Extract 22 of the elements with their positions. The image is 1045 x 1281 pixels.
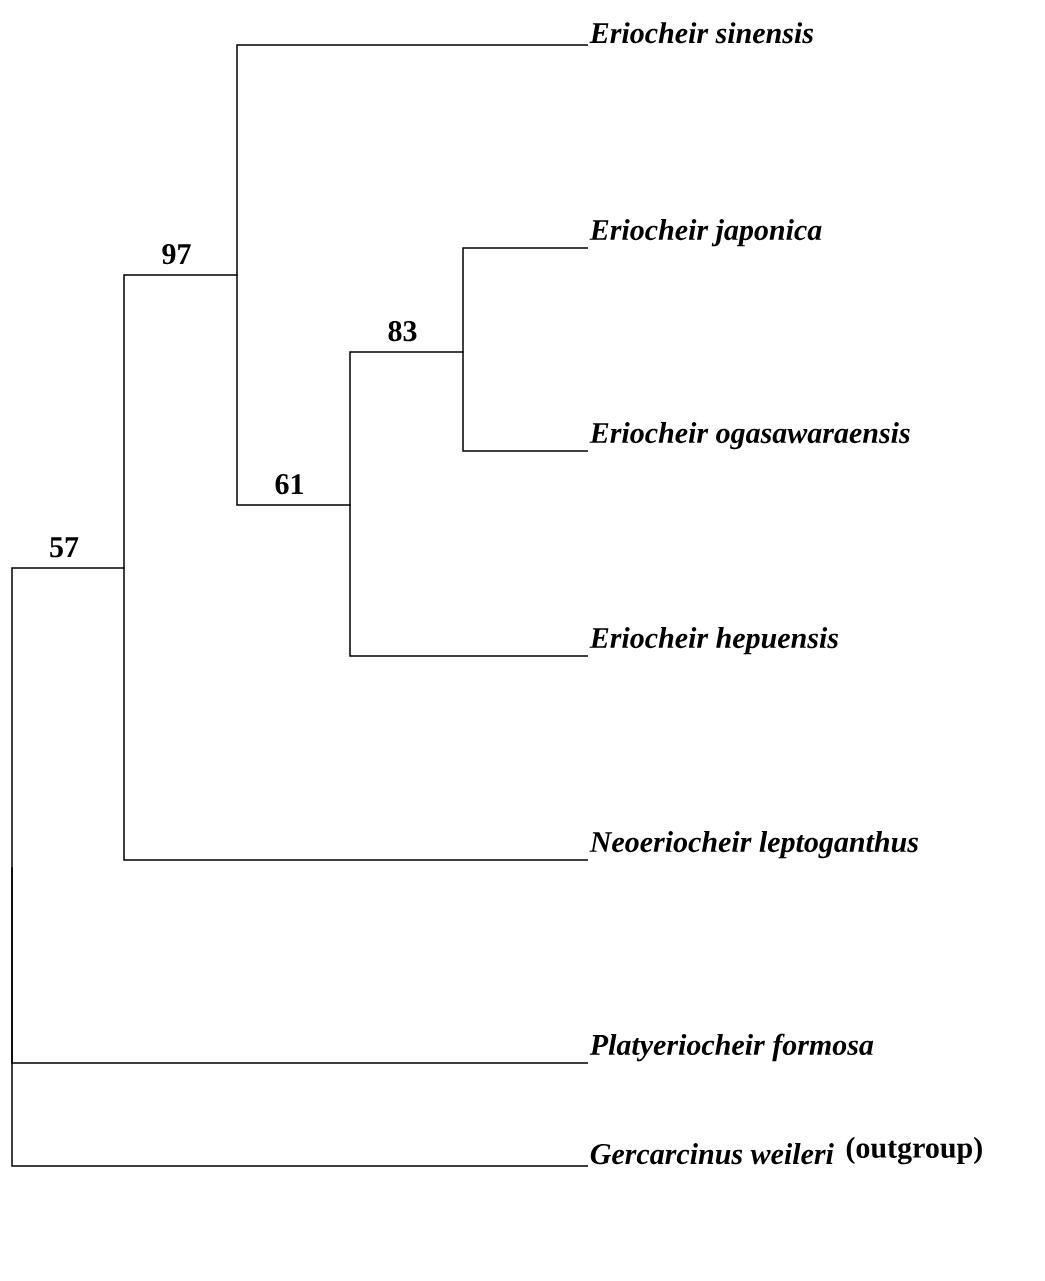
tree-branch (123, 567, 589, 861)
taxon-label: Gercarcinus weileri (590, 1143, 834, 1165)
bootstrap-value: 61 (275, 474, 303, 495)
tree-branch (462, 247, 589, 353)
tree-branch (349, 351, 464, 506)
bootstrap-value: 97 (162, 244, 191, 265)
taxon-note: (outgroup) (846, 1136, 982, 1165)
tree-branch (236, 44, 589, 276)
tree-branch (123, 274, 238, 569)
bootstrap-value: 57 (50, 537, 79, 558)
taxon-label: Eriocheir japonica (589, 219, 822, 247)
bootstrap-value: 83 (388, 321, 417, 342)
taxon-label: Eriocheir hepuensis (589, 627, 839, 655)
tree-branch (236, 274, 351, 506)
taxon-label: Eriocheir ogasawaraensis (589, 422, 910, 450)
tree-branch (462, 351, 589, 452)
taxon-label: Platyeriocheir formosa (589, 1033, 874, 1062)
tree-branch (349, 504, 589, 657)
taxon-label: Neoeriocheir leptoganthus (589, 831, 919, 859)
tree-branch (11, 867, 589, 1167)
taxon-label: Eriocheir sinensis (589, 22, 814, 44)
tree-branch (11, 567, 125, 869)
